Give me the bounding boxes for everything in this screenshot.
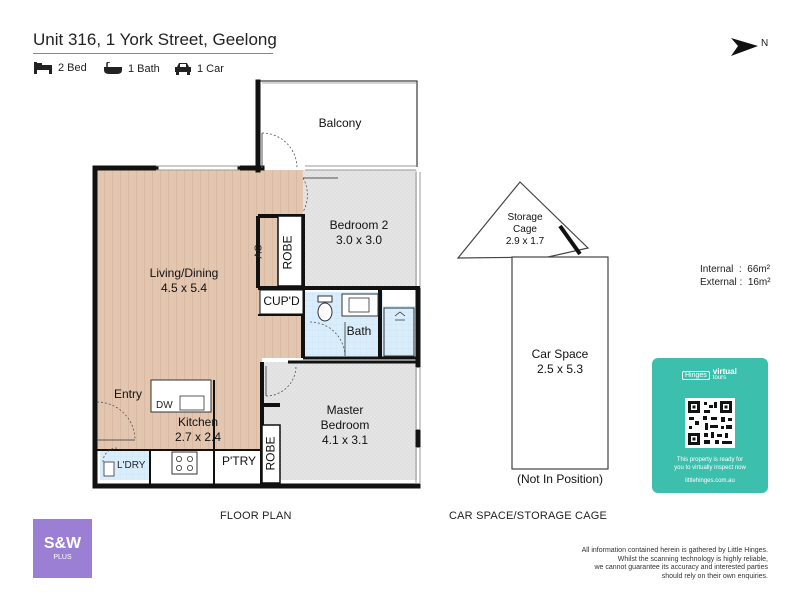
master-floor	[262, 362, 417, 480]
disclaimer: All information contained herein is gath…	[528, 547, 768, 581]
feature-bed-label: 2 Bed	[58, 62, 87, 74]
feature-bath: 1 Bath	[103, 62, 160, 75]
car-space-dim: 2.5 x 5.3	[536, 362, 584, 376]
room-master-name: Master	[326, 403, 364, 417]
room-master-name2: Bedroom	[320, 418, 370, 432]
storage-name: Storage	[507, 212, 543, 223]
hinges-logo: Hinges virtual tours	[682, 368, 737, 382]
room-bedroom2-dim: 3.0 x 3.0	[335, 233, 383, 247]
hinges-brand-suffix: virtual	[712, 367, 737, 376]
car-space-caption: CAR SPACE/STORAGE CAGE	[449, 510, 608, 522]
feature-car-label: 1 Car	[197, 62, 224, 75]
laundry-label: L'DRY	[117, 460, 146, 471]
room-master-dim: 4.1 x 3.1	[321, 433, 369, 447]
room-kitchen-name: Kitchen	[177, 415, 219, 429]
room-bedroom2-name: Bedroom 2	[329, 218, 389, 232]
area-internal-value: 66m²	[747, 264, 771, 275]
car-space-note: (Not In Position)	[516, 472, 604, 486]
page-title: Unit 316, 1 York Street, Geelong	[33, 30, 277, 49]
pantry-label: P'TRY	[221, 454, 257, 468]
qr-code-icon[interactable]	[685, 398, 735, 448]
robe1-label: ROBE	[280, 235, 295, 270]
storage-name2: Cage	[513, 224, 537, 235]
bed-icon	[34, 62, 52, 74]
storage-dim: 2.9 x 1.7	[505, 236, 545, 247]
area-internal: Internal : 66m²	[700, 264, 771, 275]
hinges-brand-suffix2: tours	[712, 375, 727, 381]
feature-bath-label: 1 Bath	[128, 62, 160, 75]
floor-plan-caption: FLOOR PLAN	[220, 510, 292, 522]
area-external-label: External	[700, 277, 737, 288]
disclaimer-line: we cannot guarantee its accuracy and int…	[594, 564, 768, 571]
room-kitchen-dim: 2.7 x 2.4	[174, 430, 222, 444]
feature-car: 1 Car	[174, 62, 224, 75]
cupd-label: CUP'D	[263, 294, 300, 308]
hinges-brand: Hinges	[682, 370, 710, 380]
disclaimer-line: Whilst the scanning technology is highly…	[617, 555, 768, 563]
dw-label: DW	[156, 400, 173, 411]
room-bath-label: Bath	[346, 324, 372, 338]
title-divider	[33, 53, 273, 54]
car-space-name: Car Space	[531, 347, 589, 361]
bath-icon	[104, 62, 122, 74]
agency-logo: S&W PLUS	[33, 519, 92, 578]
logo-line1: S&W	[43, 535, 82, 552]
logo-line2: PLUS	[53, 554, 72, 561]
bedroom2-floor	[303, 170, 417, 286]
qr-text-line2: you to virtually inspect now	[674, 465, 746, 471]
ac-label: AC	[253, 244, 265, 259]
feature-bed: 2 Bed	[33, 62, 87, 74]
living-floor	[97, 170, 303, 358]
room-living-name: Living/Dining	[149, 266, 219, 280]
entry-label: Entry	[113, 387, 142, 401]
virtual-tour-card[interactable]: Hinges virtual tours This property is re…	[652, 358, 768, 493]
north-arrow-icon	[731, 38, 758, 56]
qr-url-link[interactable]: littlehinges.com.au	[685, 478, 735, 484]
disclaimer-line: All information contained herein is gath…	[581, 547, 768, 554]
qr-text-line1: This property is ready for	[676, 457, 744, 463]
area-internal-label: Internal	[700, 264, 734, 275]
car-icon	[175, 63, 191, 75]
room-living-dim: 4.5 x 5.4	[160, 281, 208, 295]
area-external-value: 16m²	[747, 277, 771, 288]
disclaimer-line: should rely on their own enquiries.	[661, 572, 768, 580]
area-external: External : 16m²	[700, 277, 771, 288]
room-balcony-label: Balcony	[318, 116, 362, 130]
robe2-label: ROBE	[263, 436, 278, 471]
north-label: N	[761, 38, 769, 49]
